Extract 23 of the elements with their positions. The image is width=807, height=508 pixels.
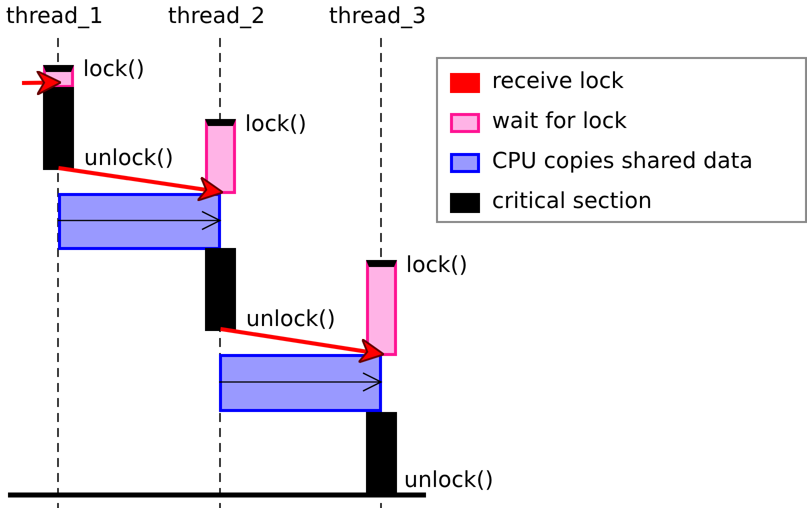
- call-label: unlock(): [246, 307, 336, 333]
- lock-handoff-arrow: [22, 70, 62, 96]
- wait-bar: [366, 260, 397, 356]
- call-label: lock(): [83, 57, 145, 83]
- wait-bar: [205, 119, 236, 194]
- critical-section-bar: [205, 248, 236, 331]
- lock-handoff-arrow: [58, 166, 224, 202]
- call-label: unlock(): [84, 146, 174, 172]
- copy-box: [58, 193, 221, 250]
- lane-title: thread_3: [329, 4, 426, 30]
- legend-label: CPU copies shared data: [492, 149, 753, 175]
- lane-title: thread_2: [168, 4, 266, 30]
- call-label: lock(): [406, 253, 468, 279]
- call-label: lock(): [245, 112, 307, 138]
- legend-label: critical section: [492, 189, 652, 215]
- legend-label: receive lock: [492, 69, 624, 95]
- call-label: unlock(): [404, 468, 494, 494]
- lane-title: thread_1: [6, 4, 104, 30]
- legend-label: wait for lock: [492, 109, 627, 135]
- lock-handoff-arrow: [220, 327, 385, 364]
- critical-section-bar: [366, 412, 397, 495]
- critical-section-bar: [43, 87, 74, 170]
- copy-box: [219, 354, 382, 412]
